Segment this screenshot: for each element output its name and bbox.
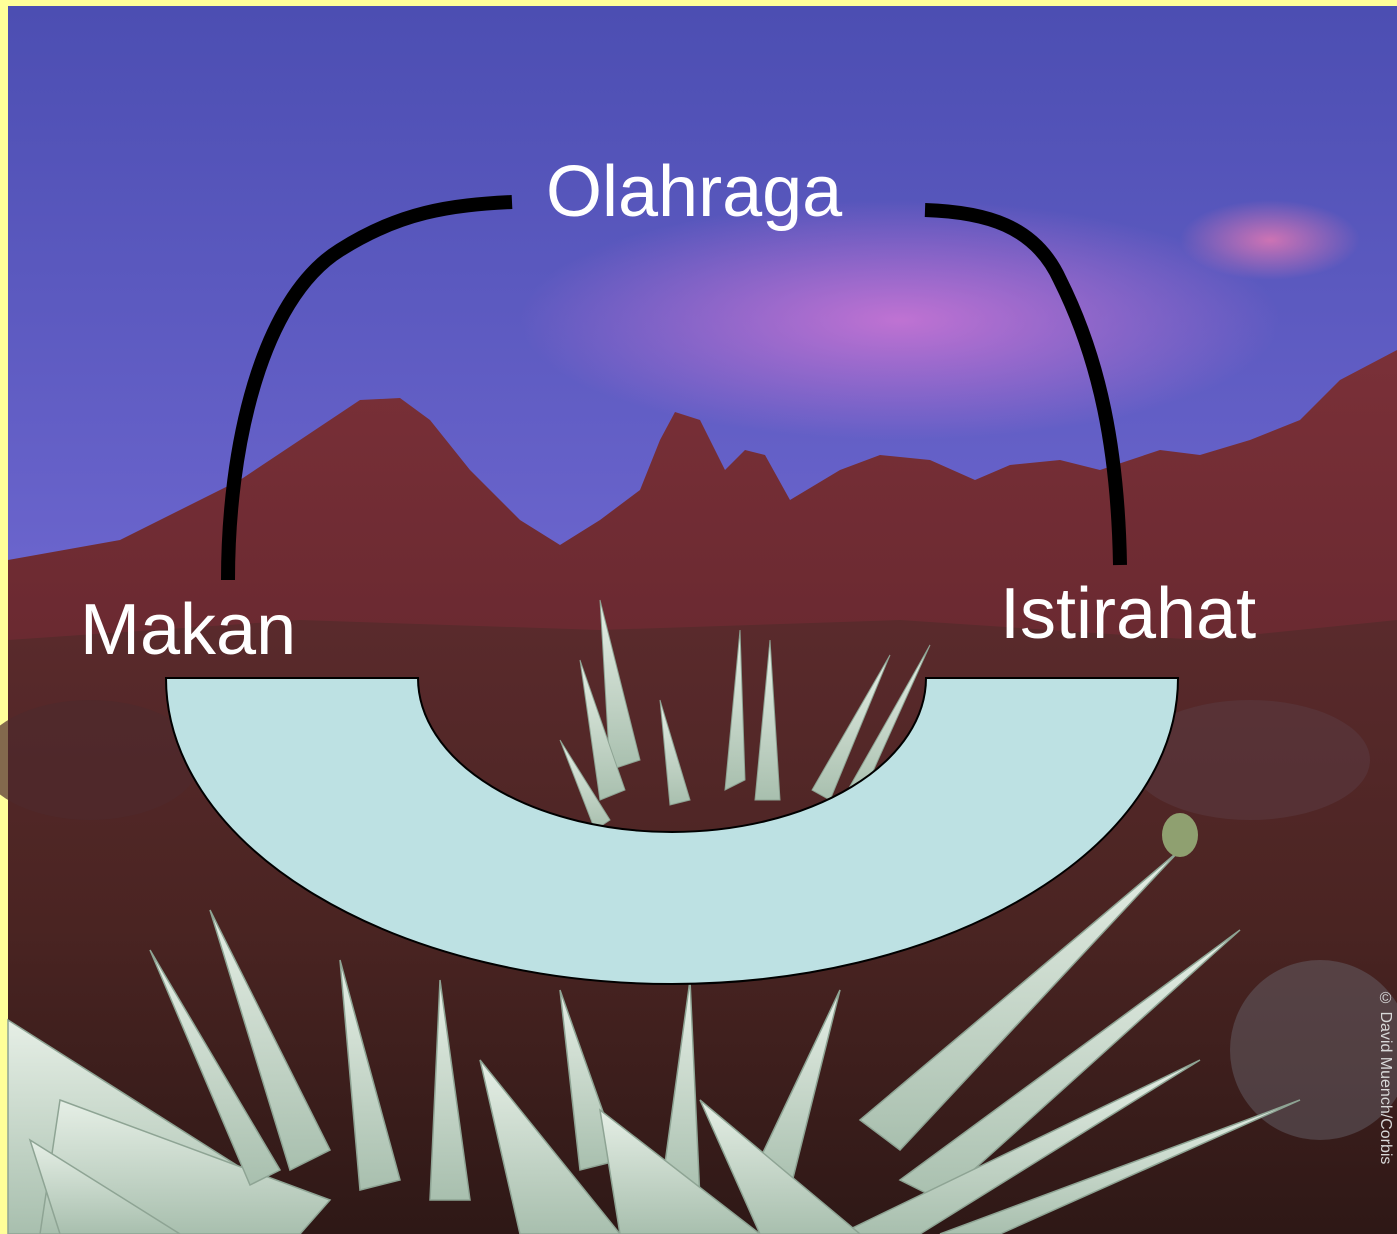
label-istirahat: Istirahat [1000,578,1256,650]
photo-credit: © David Muench/Corbis [1354,990,1394,1220]
label-makan: Makan [80,594,296,666]
label-olahraga: Olahraga [546,156,842,228]
